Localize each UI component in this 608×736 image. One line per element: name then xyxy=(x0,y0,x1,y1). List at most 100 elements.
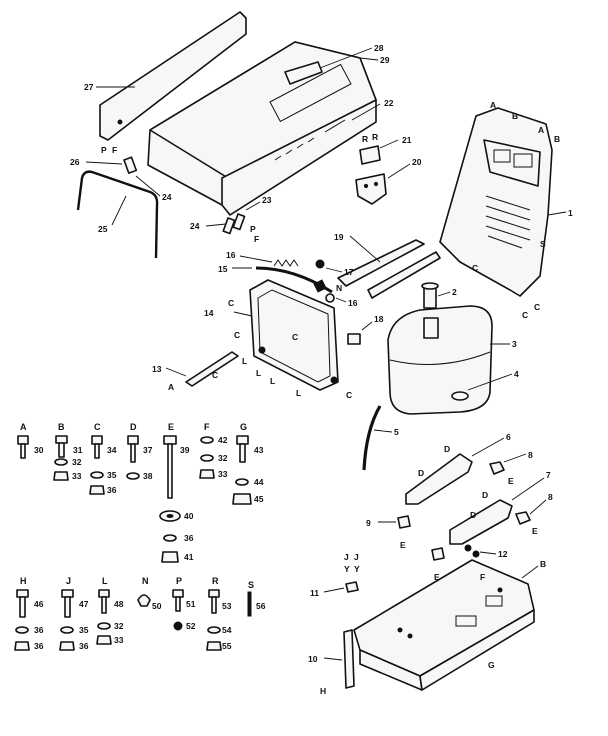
callout-26: 26 xyxy=(70,157,80,167)
callout-15: 15 xyxy=(218,264,228,274)
callout-13: 13 xyxy=(152,364,162,374)
svg-text:33: 33 xyxy=(218,469,228,479)
svg-text:Y: Y xyxy=(354,564,360,574)
svg-text:B: B xyxy=(512,111,518,121)
svg-text:S: S xyxy=(540,239,546,249)
svg-text:D: D xyxy=(444,444,450,454)
callout-12: 12 xyxy=(498,549,508,559)
callout-7: 7 xyxy=(546,470,551,480)
part-16-spring: 16 16 xyxy=(226,250,358,308)
svg-text:B: B xyxy=(554,134,560,144)
part-25-u-bracket: 25 xyxy=(76,170,159,259)
part-2-fuel-cap: 2 xyxy=(421,282,457,309)
hw-header-E: E xyxy=(168,422,174,432)
part-5-hose: 5 xyxy=(362,405,399,471)
callout-29: 29 xyxy=(380,55,390,65)
svg-text:F: F xyxy=(480,572,485,582)
callout-5: 5 xyxy=(394,427,399,437)
svg-text:L: L xyxy=(296,388,301,398)
svg-text:N: N xyxy=(336,283,342,293)
svg-text:A: A xyxy=(490,100,496,110)
svg-text:A: A xyxy=(168,382,174,392)
svg-text:R: R xyxy=(372,132,378,142)
svg-text:C: C xyxy=(234,330,240,340)
hw-header-L: L xyxy=(102,576,108,586)
callout-8-lower: 8 xyxy=(548,492,553,502)
svg-text:33: 33 xyxy=(114,635,124,645)
hw-header-P: P xyxy=(176,576,182,586)
svg-text:36: 36 xyxy=(184,533,194,543)
svg-text:36: 36 xyxy=(34,641,44,651)
hw-header-N: N xyxy=(142,576,149,586)
part-11-clip: 11 J J Y Y xyxy=(310,552,360,598)
callout-9: 9 xyxy=(366,518,371,528)
callout-1: 1 xyxy=(568,208,573,218)
hw-header-G: G xyxy=(240,422,247,432)
svg-text:55: 55 xyxy=(222,641,232,651)
svg-text:P: P xyxy=(250,224,256,234)
part-8-nuts: 8 8 E E xyxy=(489,450,553,536)
part-7-bracket: 7 D D xyxy=(449,470,551,545)
svg-text:44: 44 xyxy=(254,477,264,487)
svg-text:41: 41 xyxy=(184,552,194,562)
svg-text:R: R xyxy=(362,134,368,144)
svg-text:32: 32 xyxy=(218,453,228,463)
svg-text:46: 46 xyxy=(34,599,44,609)
svg-text:53: 53 xyxy=(222,601,232,611)
svg-text:45: 45 xyxy=(254,494,264,504)
svg-text:47: 47 xyxy=(79,599,89,609)
callout-16-upper: 16 xyxy=(226,250,236,260)
svg-text:A: A xyxy=(538,125,544,135)
svg-text:37: 37 xyxy=(143,445,153,455)
svg-text:51: 51 xyxy=(186,599,196,609)
callout-17: 17 xyxy=(344,267,354,277)
chassis-frame: B F G xyxy=(353,559,546,691)
callout-4: 4 xyxy=(514,369,519,379)
part-19-rails: 19 xyxy=(334,232,441,299)
svg-text:F: F xyxy=(254,234,259,244)
hardware-row-2: H 46 36 36 J 47 35 36 L 48 32 33 N 50 P … xyxy=(14,576,266,651)
hw-header-H: H xyxy=(20,576,27,586)
svg-text:B: B xyxy=(540,559,546,569)
part-18-block: 18 xyxy=(347,314,384,345)
svg-text:38: 38 xyxy=(143,471,153,481)
hw-header-D: D xyxy=(130,422,137,432)
svg-text:C: C xyxy=(212,370,218,380)
callout-28: 28 xyxy=(374,43,384,53)
svg-text:G: G xyxy=(488,660,495,670)
hw-header-C: C xyxy=(94,422,101,432)
callout-24-lower: 24 xyxy=(190,221,200,231)
part-23-clip: 24 23 P F xyxy=(190,195,272,244)
svg-text:D: D xyxy=(470,510,476,520)
svg-text:F: F xyxy=(112,145,117,155)
callout-25: 25 xyxy=(98,224,108,234)
callout-20: 20 xyxy=(412,157,422,167)
svg-text:54: 54 xyxy=(222,625,232,635)
part-17-nut: 17 N xyxy=(313,259,354,293)
callout-16-lower: 16 xyxy=(348,298,358,308)
part-13-rod: 13 A C xyxy=(152,351,239,392)
part-4-cap: 4 xyxy=(451,369,519,401)
callout-22: 22 xyxy=(384,98,394,108)
part-9-nut: 9 E E xyxy=(366,515,445,582)
part-29-hood: 28 29 22 xyxy=(147,41,394,216)
svg-text:C: C xyxy=(522,310,528,320)
svg-text:40: 40 xyxy=(184,511,194,521)
svg-text:36: 36 xyxy=(79,641,89,651)
svg-text:48: 48 xyxy=(114,599,124,609)
hw-header-S: S xyxy=(248,580,254,590)
part-14-panel: 14 C C C C L L L L xyxy=(204,279,352,400)
svg-text:32: 32 xyxy=(72,457,82,467)
svg-text:C: C xyxy=(228,298,234,308)
svg-text:32: 32 xyxy=(114,621,124,631)
hw-header-F: F xyxy=(204,422,210,432)
svg-text:50: 50 xyxy=(152,601,162,611)
part-6-bracket: 6 D D xyxy=(405,432,511,505)
svg-text:L: L xyxy=(270,376,275,386)
svg-text:E: E xyxy=(532,526,538,536)
svg-text:Y: Y xyxy=(344,564,350,574)
svg-text:C: C xyxy=(292,332,298,342)
svg-text:D: D xyxy=(418,468,424,478)
svg-text:35: 35 xyxy=(107,470,117,480)
